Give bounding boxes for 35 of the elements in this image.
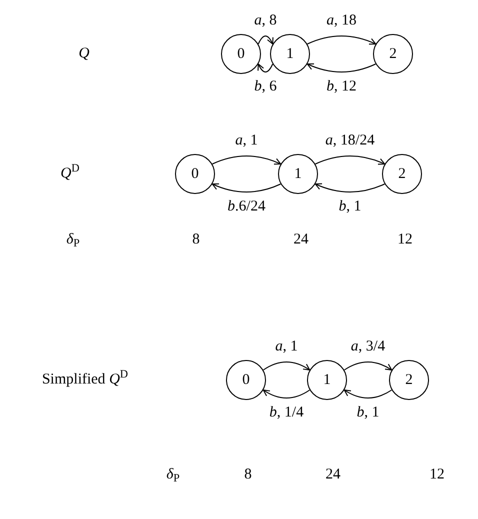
text-label: δ$_{P}$ (66, 232, 80, 248)
text-label: 12 (430, 468, 444, 482)
edge-label: b, 1 (356, 406, 380, 420)
text-label: 24 (294, 232, 308, 248)
edge-label: a, 18/24 (325, 134, 375, 148)
edge-label: b, 12 (326, 80, 356, 94)
edge-label: a, 1 (235, 134, 258, 148)
edge-label: a, 18 (326, 14, 356, 28)
arrow (314, 183, 386, 192)
arrow (258, 64, 274, 72)
text-label: 8 (192, 232, 200, 248)
arrow (306, 36, 376, 45)
arrow (262, 362, 310, 370)
text-label: 8 (244, 468, 252, 482)
edge-label: b.6/24 (228, 200, 266, 214)
edge-label: b, 1/4 (269, 406, 304, 420)
arrow (344, 362, 392, 370)
arrow (314, 156, 386, 165)
arrow (212, 183, 282, 192)
arrow (306, 63, 376, 72)
edge-label: a, 1 (275, 340, 298, 354)
edge-label: b, 1 (338, 200, 362, 214)
text-label: δ$_{P}$ (166, 468, 180, 482)
arrow (262, 390, 310, 398)
text-label: Q (78, 46, 90, 62)
arrow (212, 156, 282, 165)
arrow (258, 36, 274, 44)
edge-label: a, 3/4 (350, 340, 386, 354)
text-label: 12 (398, 232, 412, 248)
text-label: Q$^{D}$ (60, 166, 80, 182)
text-label: Simplified Q$^{D}$ (42, 372, 128, 388)
arrow (344, 390, 392, 398)
edge-label: b, 6 (254, 80, 277, 94)
text-label: 24 (326, 468, 340, 482)
edge-label: a, 8 (254, 14, 277, 28)
